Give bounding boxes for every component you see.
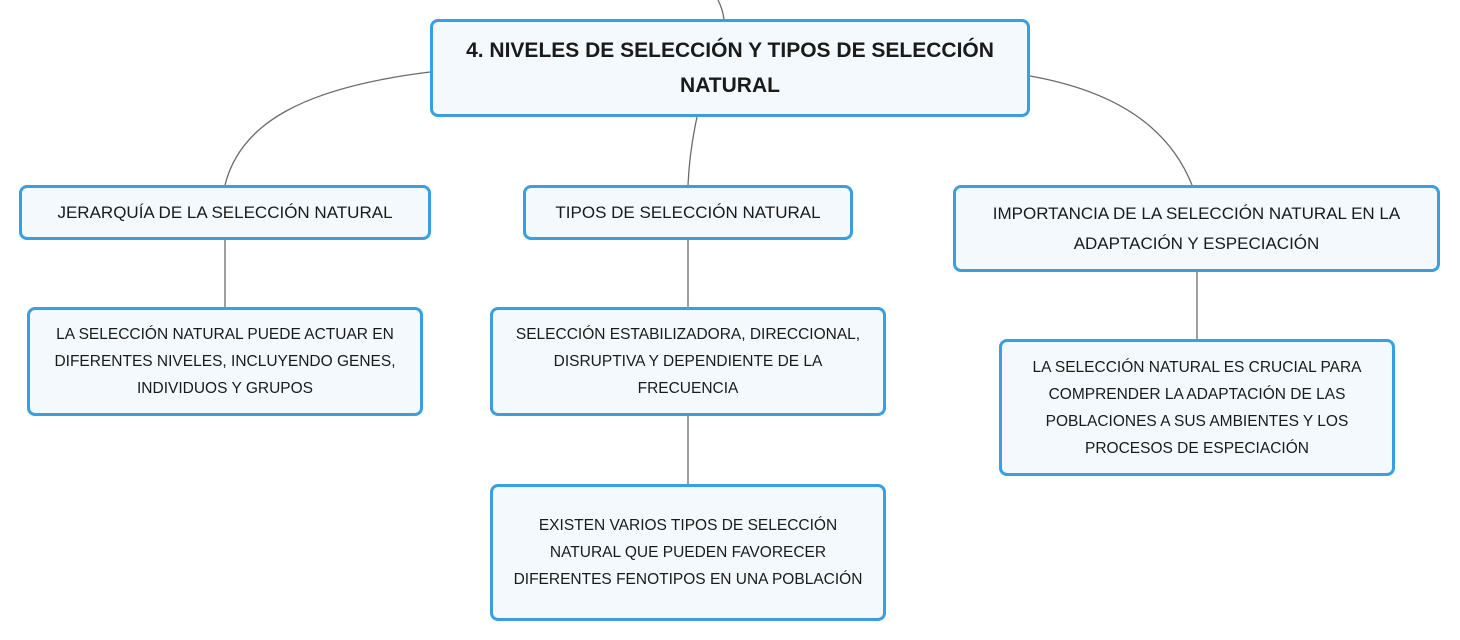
topic-tipos-label: TIPOS DE SELECCIÓN NATURAL: [555, 202, 821, 222]
root-topic-label: 4. NIVELES DE SELECCIÓN Y TIPOS DE SELEC…: [466, 39, 994, 97]
subtopic-tipos-fenotipos-label: EXISTEN VARIOS TIPOS DE SELECCIÓN NATURA…: [513, 517, 863, 588]
subtopic-importancia-adaptacion-label: LA SELECCIÓN NATURAL ES CRUCIAL PARA COM…: [1032, 358, 1362, 457]
topic-importancia[interactable]: IMPORTANCIA DE LA SELECCIÓN NATURAL EN L…: [953, 185, 1440, 272]
connector-root-to-jerarquia: [224, 71, 431, 186]
subtopic-tipos-fenotipos[interactable]: EXISTEN VARIOS TIPOS DE SELECCIÓN NATURA…: [490, 484, 886, 621]
root-topic[interactable]: 4. NIVELES DE SELECCIÓN Y TIPOS DE SELEC…: [430, 19, 1030, 117]
subtopic-jerarquia-niveles-label: LA SELECCIÓN NATURAL PUEDE ACTUAR EN DIF…: [54, 326, 396, 397]
topic-importancia-label: IMPORTANCIA DE LA SELECCIÓN NATURAL EN L…: [992, 203, 1401, 253]
subtopic-tipos-lista[interactable]: SELECCIÓN ESTABILIZADORA, DIRECCIONAL, D…: [490, 307, 886, 416]
connector-parent-to-root: [717, 0, 725, 20]
subtopic-jerarquia-niveles[interactable]: LA SELECCIÓN NATURAL PUEDE ACTUAR EN DIF…: [27, 307, 423, 416]
connector-root-to-importancia: [1029, 75, 1193, 186]
connector-root-to-tipos: [687, 116, 698, 186]
topic-tipos[interactable]: TIPOS DE SELECCIÓN NATURAL: [523, 185, 853, 240]
subtopic-tipos-lista-label: SELECCIÓN ESTABILIZADORA, DIRECCIONAL, D…: [515, 326, 861, 397]
topic-jerarquia-label: JERARQUÍA DE LA SELECCIÓN NATURAL: [57, 202, 393, 222]
topic-jerarquia[interactable]: JERARQUÍA DE LA SELECCIÓN NATURAL: [19, 185, 431, 240]
subtopic-importancia-adaptacion[interactable]: LA SELECCIÓN NATURAL ES CRUCIAL PARA COM…: [999, 339, 1395, 476]
